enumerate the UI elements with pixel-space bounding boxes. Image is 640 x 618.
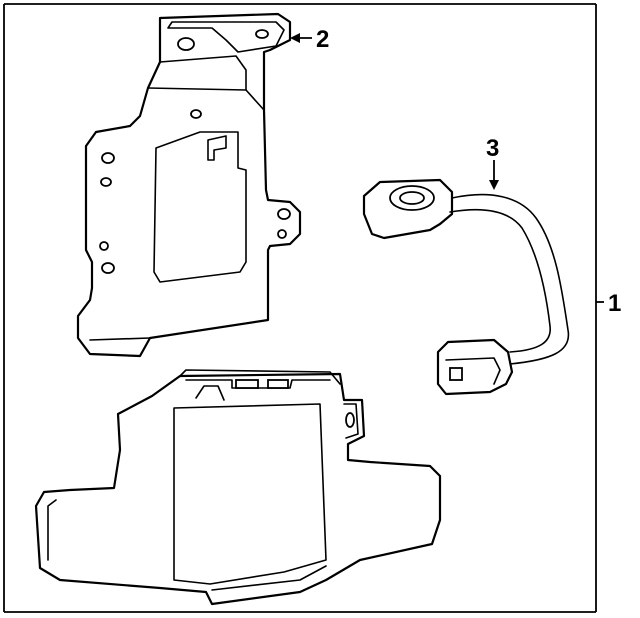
leader-2 bbox=[290, 33, 312, 43]
wire-harness bbox=[362, 178, 570, 396]
callout-2-label: 2 bbox=[316, 26, 329, 53]
callout-3-label: 3 bbox=[486, 135, 499, 162]
mounting-bracket bbox=[76, 12, 302, 358]
diagram-frame bbox=[3, 3, 597, 613]
callout-1-label: 1 bbox=[608, 290, 621, 317]
control-module bbox=[34, 369, 442, 606]
leader-3 bbox=[489, 160, 499, 190]
